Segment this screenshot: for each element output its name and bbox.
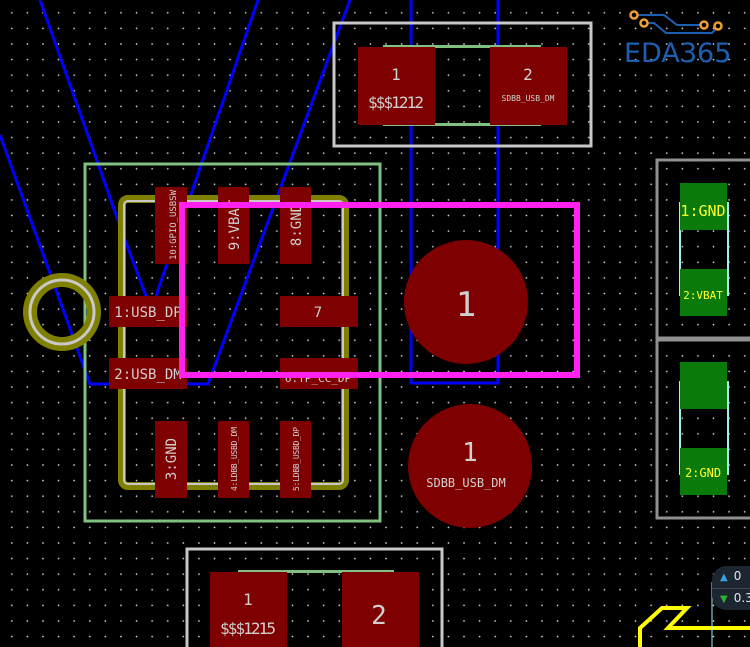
- arrow-up-icon: ▲: [720, 572, 728, 583]
- readout-up-value: 0: [733, 569, 742, 583]
- ic-pin-9-label: 9:VBAT: [227, 199, 243, 250]
- ic-pin-3-label: 3:GND: [164, 438, 180, 480]
- ic-pin-5-label: 5:LDBB_USBD_DP: [292, 427, 301, 491]
- ic-pad-9[interactable]: [218, 187, 249, 264]
- ic-pin-7-label: 7: [314, 305, 322, 321]
- r1212-pad2-net: SDBB_USB_DM: [502, 94, 555, 103]
- r1215-pad-1[interactable]: [210, 572, 287, 647]
- cap-bl2-pad-2[interactable]: [680, 448, 727, 495]
- ic-pin-2-label: 2:USB_DM: [114, 367, 181, 383]
- cap-bl1-pad1-label: 1:GND: [680, 202, 725, 220]
- cap-bl1-outline: [655, 158, 750, 340]
- testpad-top[interactable]: [404, 240, 528, 364]
- ic-pads: [109, 187, 358, 498]
- r1212-pad-2[interactable]: [490, 47, 567, 125]
- ic-pad-2[interactable]: [109, 358, 187, 389]
- mounting-hole-silk: [28, 278, 96, 346]
- ic-pad-1[interactable]: [109, 296, 187, 327]
- r1215-pad1-net: $$$1215: [220, 619, 276, 638]
- cap-bl1-pad2-label: 2:VBAT: [683, 289, 723, 302]
- ic-pin-labels: 10:GPIO_USBSW 9:VBAT 8:GND 1:USB_DP 7 2:…: [114, 189, 351, 491]
- r1212-body-top: [383, 45, 541, 48]
- readout-divider: [712, 588, 750, 589]
- selection-box[interactable]: [179, 202, 580, 378]
- ic-pad-4[interactable]: [218, 421, 249, 498]
- ic-pad-7[interactable]: [280, 296, 358, 327]
- readout-down-value: 0.3: [733, 591, 750, 605]
- ic-pin-1-label: 1:USB_DP: [114, 305, 181, 321]
- r1212-outline: [332, 21, 593, 148]
- board-outline-shape[interactable]: [638, 606, 750, 647]
- readout-down-row: ▼ 0.3: [720, 591, 750, 605]
- testpad-bottom-num: 1: [462, 438, 478, 468]
- testpad-bottom[interactable]: [408, 404, 532, 528]
- r1215-body-top: [238, 570, 394, 573]
- ic-pad-8[interactable]: [280, 187, 311, 264]
- cap-bl1-pad-2[interactable]: [680, 269, 727, 316]
- cap-bl2-pad-1[interactable]: [680, 362, 727, 409]
- coordinate-readout[interactable]: ▲0 ▼0.3: [712, 566, 750, 610]
- r1215-pad-2[interactable]: [342, 572, 419, 647]
- arrow-down-icon: ▼: [720, 594, 728, 605]
- cap-bl1-pad-1[interactable]: [680, 183, 727, 230]
- r1215-pad2-num: 2: [371, 601, 387, 631]
- ic-pad-5[interactable]: [280, 421, 311, 498]
- cap-bl2-outline: [655, 338, 750, 520]
- r1212-pad1-net: $$$1212: [368, 93, 424, 112]
- eda365-logo: EDA365: [624, 8, 744, 72]
- logo-text: EDA365: [624, 38, 732, 69]
- testpad-top-num: 1: [456, 285, 476, 325]
- trace-a[interactable]: [38, 0, 154, 313]
- ic-pin-10-label: 10:GPIO_USBSW: [169, 189, 179, 260]
- r1215-pad1-num: 1: [243, 590, 253, 609]
- trace-d[interactable]: [409, 0, 500, 385]
- readout-up-row: ▲0: [720, 569, 741, 583]
- testpad-bottom-net: SDBB_USB_DM: [426, 476, 505, 490]
- cap-bl2-pad2-label: 2:GND: [685, 466, 721, 480]
- r1215-outline: [185, 547, 444, 647]
- ic-pin-8-label: 8:GND: [289, 204, 305, 246]
- r1212-body-bottom: [383, 123, 541, 126]
- trace-b[interactable]: [150, 0, 260, 313]
- logo-circuit-icon: [629, 10, 723, 34]
- r1212-pad-1[interactable]: [358, 47, 435, 125]
- r1212-pad1-num: 1: [391, 65, 401, 84]
- ic-pad-3[interactable]: [155, 421, 187, 498]
- r1212-pad2-num: 2: [523, 65, 533, 84]
- ic-pin-4-label: 4:LDBB_USBD_DM: [230, 427, 239, 491]
